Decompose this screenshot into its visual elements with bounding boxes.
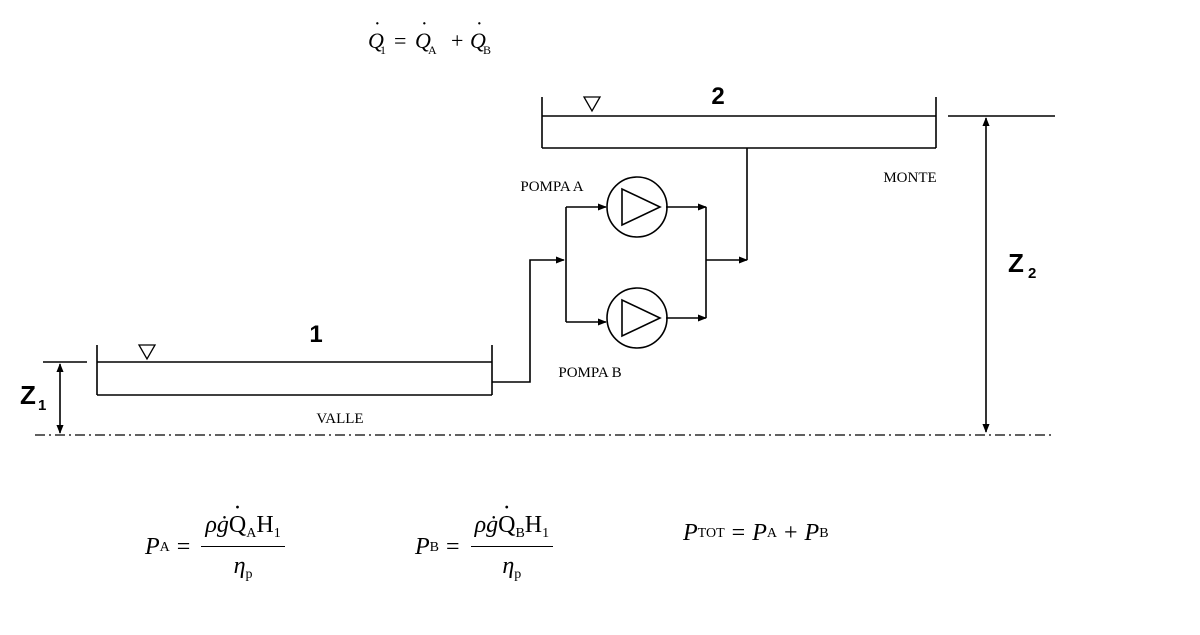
formula-pb: PB = ρġQBH1 ηp [415, 512, 557, 583]
svg-text:Q: Q [368, 28, 384, 53]
z2-dimension [948, 115, 1055, 433]
water-level-icon [137, 344, 157, 361]
svg-text:Q: Q [470, 28, 486, 53]
z1-dimension [43, 361, 87, 434]
pompa-a-label: POMPA A [520, 179, 583, 195]
svg-text:Q: Q [415, 28, 431, 53]
z2-sub: 2 [1028, 265, 1036, 282]
svg-text:A: A [428, 43, 437, 57]
reservoir-2-label: 2 [711, 83, 724, 110]
z2-label: Z [1008, 248, 1024, 278]
reservoir-2 [541, 96, 937, 149]
svg-text:1: 1 [380, 43, 386, 57]
pump-b-icon [606, 287, 668, 349]
z1-sub: 1 [38, 397, 46, 414]
svg-text:·: · [476, 13, 483, 35]
svg-text:·: · [421, 13, 428, 35]
piping [492, 148, 748, 383]
pompa-b-label: POMPA B [558, 365, 621, 381]
formula-pa: PA = ρġQAH1 ηp [145, 512, 289, 583]
svg-text:B: B [483, 43, 491, 57]
pump-a-icon [606, 176, 668, 238]
water-level-icon [582, 96, 602, 113]
reservoir-1-label: 1 [309, 321, 322, 348]
svg-text:·: · [374, 13, 381, 35]
monte-label: MONTE [883, 170, 936, 186]
top-equation: Q 1 · = Q A · + Q B · [368, 13, 491, 57]
z1-label: Z [20, 380, 36, 410]
reservoir-1 [96, 344, 493, 396]
svg-text:=: = [394, 28, 406, 53]
svg-text:+: + [451, 28, 463, 53]
valle-label: VALLE [316, 411, 363, 427]
